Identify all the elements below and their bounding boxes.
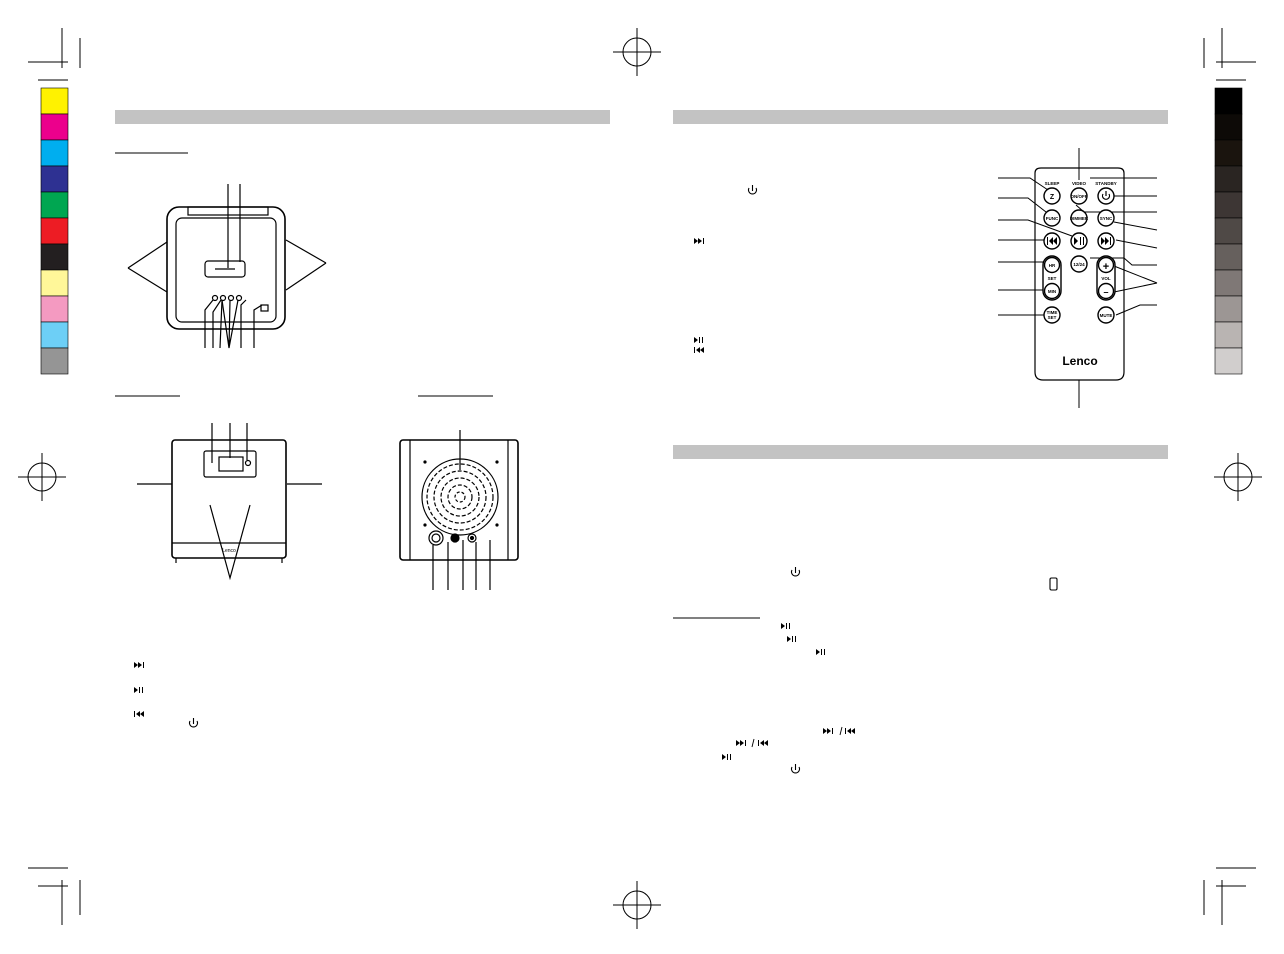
- next-icon: [736, 740, 746, 746]
- color-swatch: [1214, 321, 1243, 349]
- color-swatch: [40, 139, 69, 167]
- color-swatch: [40, 295, 69, 323]
- svg-text:SLEEP: SLEEP: [1045, 181, 1060, 186]
- color-swatch: [1214, 139, 1243, 167]
- power-icon: [747, 185, 758, 195]
- crop-marks: [28, 28, 1256, 925]
- play-pause-icon: [694, 337, 703, 343]
- color-swatch: [40, 321, 69, 349]
- next-icon: [823, 728, 833, 734]
- remote-brand-logo: Lenco: [1062, 354, 1097, 368]
- svg-text:SYNC: SYNC: [1100, 216, 1113, 221]
- power-icon: [790, 567, 801, 577]
- svg-text:12/24: 12/24: [1073, 262, 1085, 267]
- remote-prev-icon: [1047, 237, 1057, 245]
- svg-text:STANDBY: STANDBY: [1095, 181, 1116, 186]
- play-pause-icon: [781, 623, 790, 629]
- svg-text:Z: Z: [1050, 194, 1055, 201]
- color-swatch: [40, 347, 69, 375]
- play-pause-icon: [816, 649, 825, 655]
- top-view-diagram: [127, 184, 327, 349]
- slash-separators: [751, 726, 843, 748]
- previous-icon: [134, 711, 144, 717]
- svg-text:HR: HR: [1049, 263, 1056, 268]
- color-swatch: [1214, 87, 1243, 115]
- power-icon: [790, 764, 801, 774]
- color-swatch: [40, 269, 69, 297]
- color-swatch: [1214, 165, 1243, 193]
- subheading-rules: [115, 152, 760, 619]
- registration-marks: [18, 28, 1262, 929]
- color-bar-left: [40, 87, 69, 375]
- remote-control: [998, 148, 1158, 408]
- color-bar-right: [1214, 87, 1243, 375]
- svg-text:MIN: MIN: [1048, 289, 1056, 294]
- remote-play-icon: [1074, 237, 1084, 245]
- color-swatch: [1214, 269, 1243, 297]
- svg-text:–: –: [1103, 287, 1108, 297]
- color-swatch: [40, 217, 69, 245]
- phone-icon: [1049, 577, 1058, 591]
- svg-text:TIME: TIME: [1047, 310, 1058, 315]
- color-swatch: [1214, 243, 1243, 271]
- remote-labels: SLEEP VIDEO STANDBY Z ON/OFF FUNC DIMMER…: [1045, 181, 1117, 320]
- svg-text:SET: SET: [1048, 315, 1057, 320]
- svg-text:FUNC: FUNC: [1046, 216, 1059, 221]
- power-icon: [188, 718, 199, 728]
- remote-standby-icon: [1101, 191, 1111, 200]
- color-swatch: [1214, 191, 1243, 219]
- play-pause-icon: [722, 754, 731, 760]
- previous-icon: [845, 728, 855, 734]
- color-swatch: [40, 87, 69, 115]
- color-swatch: [1214, 347, 1243, 375]
- front-brand: Lenco: [222, 548, 236, 554]
- inline-transport-icons: [134, 238, 855, 760]
- svg-text:+: +: [1103, 261, 1109, 273]
- remote-next-icon: [1101, 237, 1111, 245]
- inline-icons: [188, 185, 1058, 774]
- svg-text:DIMMER: DIMMER: [1070, 216, 1089, 221]
- section-bar-right-top: [673, 110, 1168, 124]
- play-pause-icon: [134, 687, 143, 693]
- section-bar-left: [115, 110, 610, 124]
- section-bar-right-bottom: [673, 445, 1168, 459]
- svg-text:SET: SET: [1048, 276, 1057, 281]
- front-view-diagram: [137, 423, 322, 581]
- back-view-diagram: [399, 430, 519, 590]
- svg-text:MUTE: MUTE: [1100, 313, 1113, 318]
- previous-icon: [758, 740, 768, 746]
- color-swatch: [1214, 113, 1243, 141]
- color-swatch: [40, 243, 69, 271]
- play-pause-icon: [787, 636, 796, 642]
- color-swatch: [40, 191, 69, 219]
- color-swatch: [40, 165, 69, 193]
- previous-icon: [694, 347, 704, 353]
- color-swatch: [1214, 295, 1243, 323]
- svg-text:ON/OFF: ON/OFF: [1071, 194, 1088, 199]
- next-icon: [134, 662, 144, 668]
- svg-text:VIDEO: VIDEO: [1072, 181, 1087, 186]
- next-icon: [694, 238, 704, 244]
- color-swatch: [1214, 217, 1243, 245]
- svg-text:VOL: VOL: [1101, 276, 1111, 281]
- color-swatch: [40, 113, 69, 141]
